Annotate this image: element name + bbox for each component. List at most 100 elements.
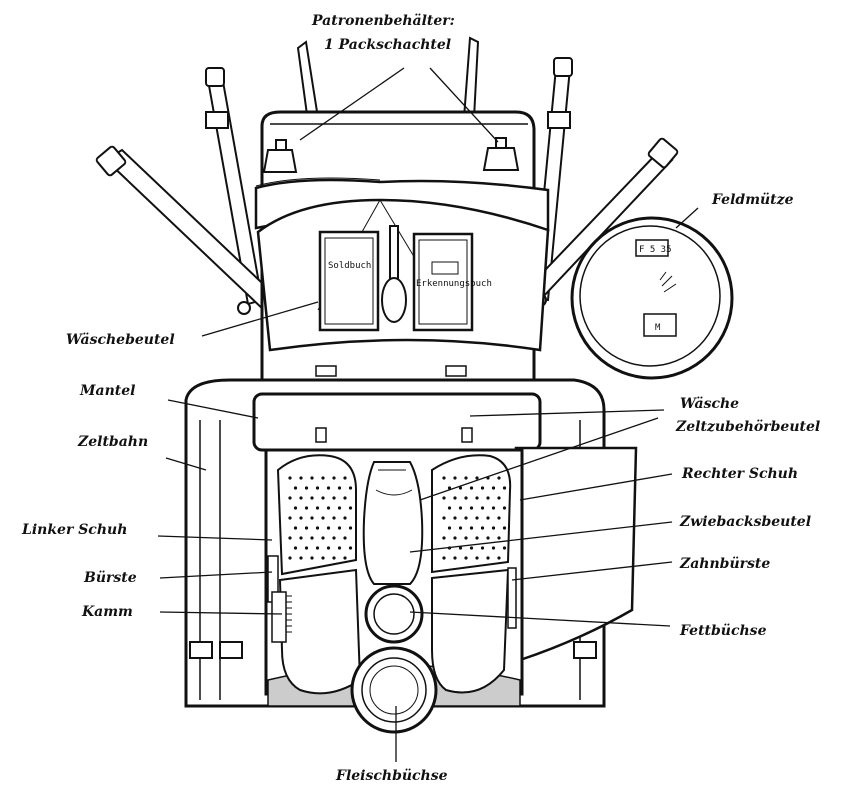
shoe-nail-dot	[497, 556, 501, 560]
shoe-nail-dot	[497, 496, 501, 500]
shoe-nail-dot	[486, 496, 490, 500]
shoe-nail-dot	[321, 496, 325, 500]
spoon	[381, 225, 407, 323]
zwieback-bag	[362, 461, 424, 585]
shoe-nail-dot	[458, 546, 463, 550]
label-patronenbehaelter: Patronenbehälter:	[311, 13, 455, 29]
shoe-nail-dot	[310, 536, 314, 540]
shoe-nail-dot	[299, 476, 303, 480]
shoe-nail-dot	[480, 486, 485, 490]
shoe-nail-dot	[315, 486, 320, 490]
shoe-nail-dot	[458, 526, 463, 530]
field-cap: F 5 35 M	[570, 216, 734, 380]
shoe-nail-dot	[348, 546, 353, 550]
shoe-nail-dot	[310, 556, 314, 560]
label-packschachtel: 1 Packschachtel	[324, 37, 451, 53]
shoe-nail-dot	[475, 556, 479, 560]
label-kamm: Kamm	[81, 604, 133, 620]
shoe-nail-dot	[321, 556, 325, 560]
shoe-nail-dot	[453, 556, 457, 560]
label-zwiebacksbeutel: Zwiebacksbeutel	[679, 514, 811, 530]
shoe-nail-dot	[293, 526, 298, 530]
shoe-nail-dot	[442, 516, 446, 520]
shoe-nail-dot	[337, 546, 342, 550]
shoe-nail-dot	[475, 516, 479, 520]
shoe-nail-dot	[453, 516, 457, 520]
shoe-nail-dot	[304, 506, 309, 510]
shoe-nail-dot	[491, 486, 496, 490]
leader-lines	[157, 67, 699, 762]
shoe-nail-dot	[486, 536, 490, 540]
shoe-nail-dot	[343, 476, 347, 480]
shoe-nail-dot	[502, 506, 507, 510]
shoe-nail-dot	[332, 496, 336, 500]
shoe-nail-dot	[348, 486, 353, 490]
shoe-nail-dot	[288, 496, 292, 500]
shoe-nail-dot	[288, 536, 292, 540]
lower-pack	[264, 448, 524, 734]
shoe-nail-dot	[337, 486, 342, 490]
erkennungsbuch-book: Erkennungsbuch	[412, 232, 492, 332]
shoe-nail-dot	[469, 546, 474, 550]
shoe-nail-dot	[299, 516, 303, 520]
shoe-nail-dot	[447, 486, 452, 490]
shoe-nail-dot	[310, 516, 314, 520]
toothbrush	[507, 567, 517, 629]
shoe-nail-dot	[321, 536, 325, 540]
shoe-nail-dot	[304, 526, 309, 530]
shoe-nail-dot	[497, 516, 501, 520]
shoe-nail-dot	[464, 496, 468, 500]
shoe-nail-dot	[486, 556, 490, 560]
cap-mark-bottom: M	[655, 323, 661, 333]
shoe-nail-dot	[326, 546, 331, 550]
shoe-nail-dot	[343, 516, 347, 520]
shoe-nail-dot	[293, 486, 298, 490]
shoe-nail-dot	[332, 536, 336, 540]
shoe-nail-dot	[480, 546, 485, 550]
shoe-nail-dot	[464, 556, 468, 560]
strap-buckles	[95, 57, 679, 315]
shoe-nail-dot	[442, 496, 446, 500]
shoe-nail-dot	[447, 526, 452, 530]
shoe-nail-dot	[469, 526, 474, 530]
shoe-nail-dot	[480, 526, 485, 530]
shoe-nail-dot	[293, 546, 298, 550]
shoe-nail-dot	[310, 476, 314, 480]
shoe-nail-dot	[491, 526, 496, 530]
shoe-nail-dot	[348, 506, 353, 510]
shoe-nail-dot	[337, 506, 342, 510]
shoe-nail-dot	[502, 546, 507, 550]
shoe-nail-dot	[486, 516, 490, 520]
shoe-nail-dot	[288, 476, 292, 480]
label-zeltzubehoerbeutel: Zeltzubehörbeutel	[675, 419, 820, 435]
shoe-nail-dot	[288, 556, 292, 560]
shoe-nail-dot	[348, 526, 353, 530]
shoe-nail-dot	[304, 486, 309, 490]
shoe-nail-dot	[475, 496, 479, 500]
shoe-nail-dot	[326, 506, 331, 510]
shoe-nail-dot	[343, 536, 347, 540]
label-feldmuetze: Feldmütze	[711, 192, 794, 208]
shoe-nail-dot	[502, 526, 507, 530]
shoe-nail-dot	[447, 506, 452, 510]
label-buerste: Bürste	[83, 570, 137, 586]
shoe-nail-dot	[332, 556, 336, 560]
label-rechter-schuh: Rechter Schuh	[681, 466, 798, 482]
shoe-nail-dot	[315, 506, 320, 510]
shoe-nail-dot	[332, 516, 336, 520]
shoe-nail-dot	[299, 556, 303, 560]
shoe-nail-dot	[464, 476, 468, 480]
shoe-nail-dot	[315, 526, 320, 530]
shoe-nail-dot	[475, 476, 479, 480]
shoe-nail-dot	[497, 536, 501, 540]
shoe-nail-dot	[458, 506, 463, 510]
shoe-nail-dot	[453, 496, 457, 500]
shoe-nail-dot	[453, 476, 457, 480]
shoe-nail-dot	[442, 536, 446, 540]
tent-flap	[514, 446, 638, 662]
shoe-nail-dot	[293, 506, 298, 510]
shoe-nail-dot	[469, 486, 474, 490]
label-fleischbuechse: Fleischbüchse	[335, 768, 448, 784]
